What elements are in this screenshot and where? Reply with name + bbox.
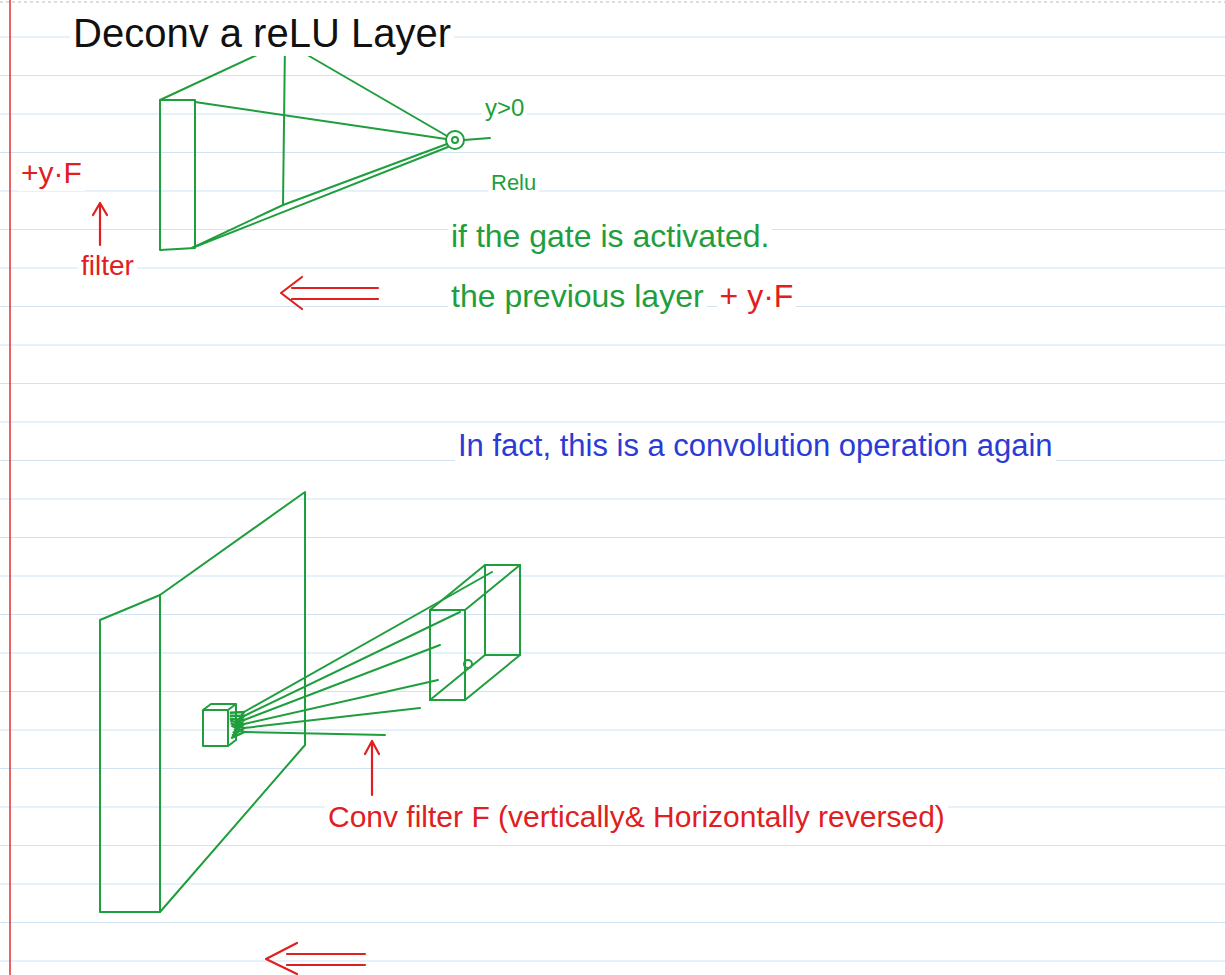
back-arrow (244, 572, 492, 712)
up-arrow (365, 741, 379, 795)
input-plane-edge (100, 595, 160, 912)
relu-sketch (160, 42, 490, 250)
update-label: +y·F (18, 156, 85, 191)
relu-unit (446, 131, 464, 149)
ruled-line (0, 653, 1225, 654)
receptive-field (160, 42, 285, 248)
note: if the gate is activated. (448, 218, 772, 255)
ruled-line (0, 268, 1225, 269)
ruled-line (0, 922, 1225, 923)
relu-unit (452, 137, 458, 143)
page-border (0, 2, 1225, 3)
ruled-line (0, 614, 1225, 615)
ruled-line (0, 845, 1225, 846)
note: the previous layer (448, 278, 707, 315)
back-arrow (244, 732, 385, 735)
output-patch (203, 704, 236, 746)
input-plane (160, 492, 305, 912)
output-line (464, 138, 490, 140)
double-arrow (281, 277, 378, 309)
ruled-line (0, 691, 1225, 692)
back-arrow (244, 708, 420, 728)
caption-note: Conv filter F (vertically& Horizontally … (325, 800, 948, 835)
ruled-line (0, 191, 1225, 192)
filter-dot (464, 660, 472, 668)
ruled-line (0, 422, 1225, 423)
red-arrows (266, 741, 379, 974)
title: Deconv a reLU Layer (70, 10, 454, 56)
filter-label: filter (78, 250, 137, 282)
double-arrow (266, 943, 365, 974)
ruled-line (0, 768, 1225, 769)
ruled-line (0, 730, 1225, 731)
filter-edges (430, 565, 520, 700)
ruled-line (0, 383, 1225, 384)
note: In fact, this is a convolution operation… (455, 428, 1056, 464)
ruled-line (0, 961, 1225, 962)
ruled-line (0, 345, 1225, 346)
ruled-lines (0, 37, 1225, 961)
ruled-line (0, 499, 1225, 500)
ruled-line (0, 537, 1225, 538)
relu-label: Relu (488, 170, 539, 195)
update-label: + y·F (717, 278, 797, 315)
projection-lines (192, 42, 448, 248)
condition-label: y>0 (482, 94, 527, 122)
ruled-line (0, 75, 1225, 76)
filter-slab (160, 100, 195, 250)
ruled-line (0, 576, 1225, 577)
conv-sketch (100, 492, 520, 912)
margin-line (9, 0, 11, 975)
ruled-line (0, 152, 1225, 153)
up-arrow (93, 203, 107, 245)
ruled-line (0, 114, 1225, 115)
